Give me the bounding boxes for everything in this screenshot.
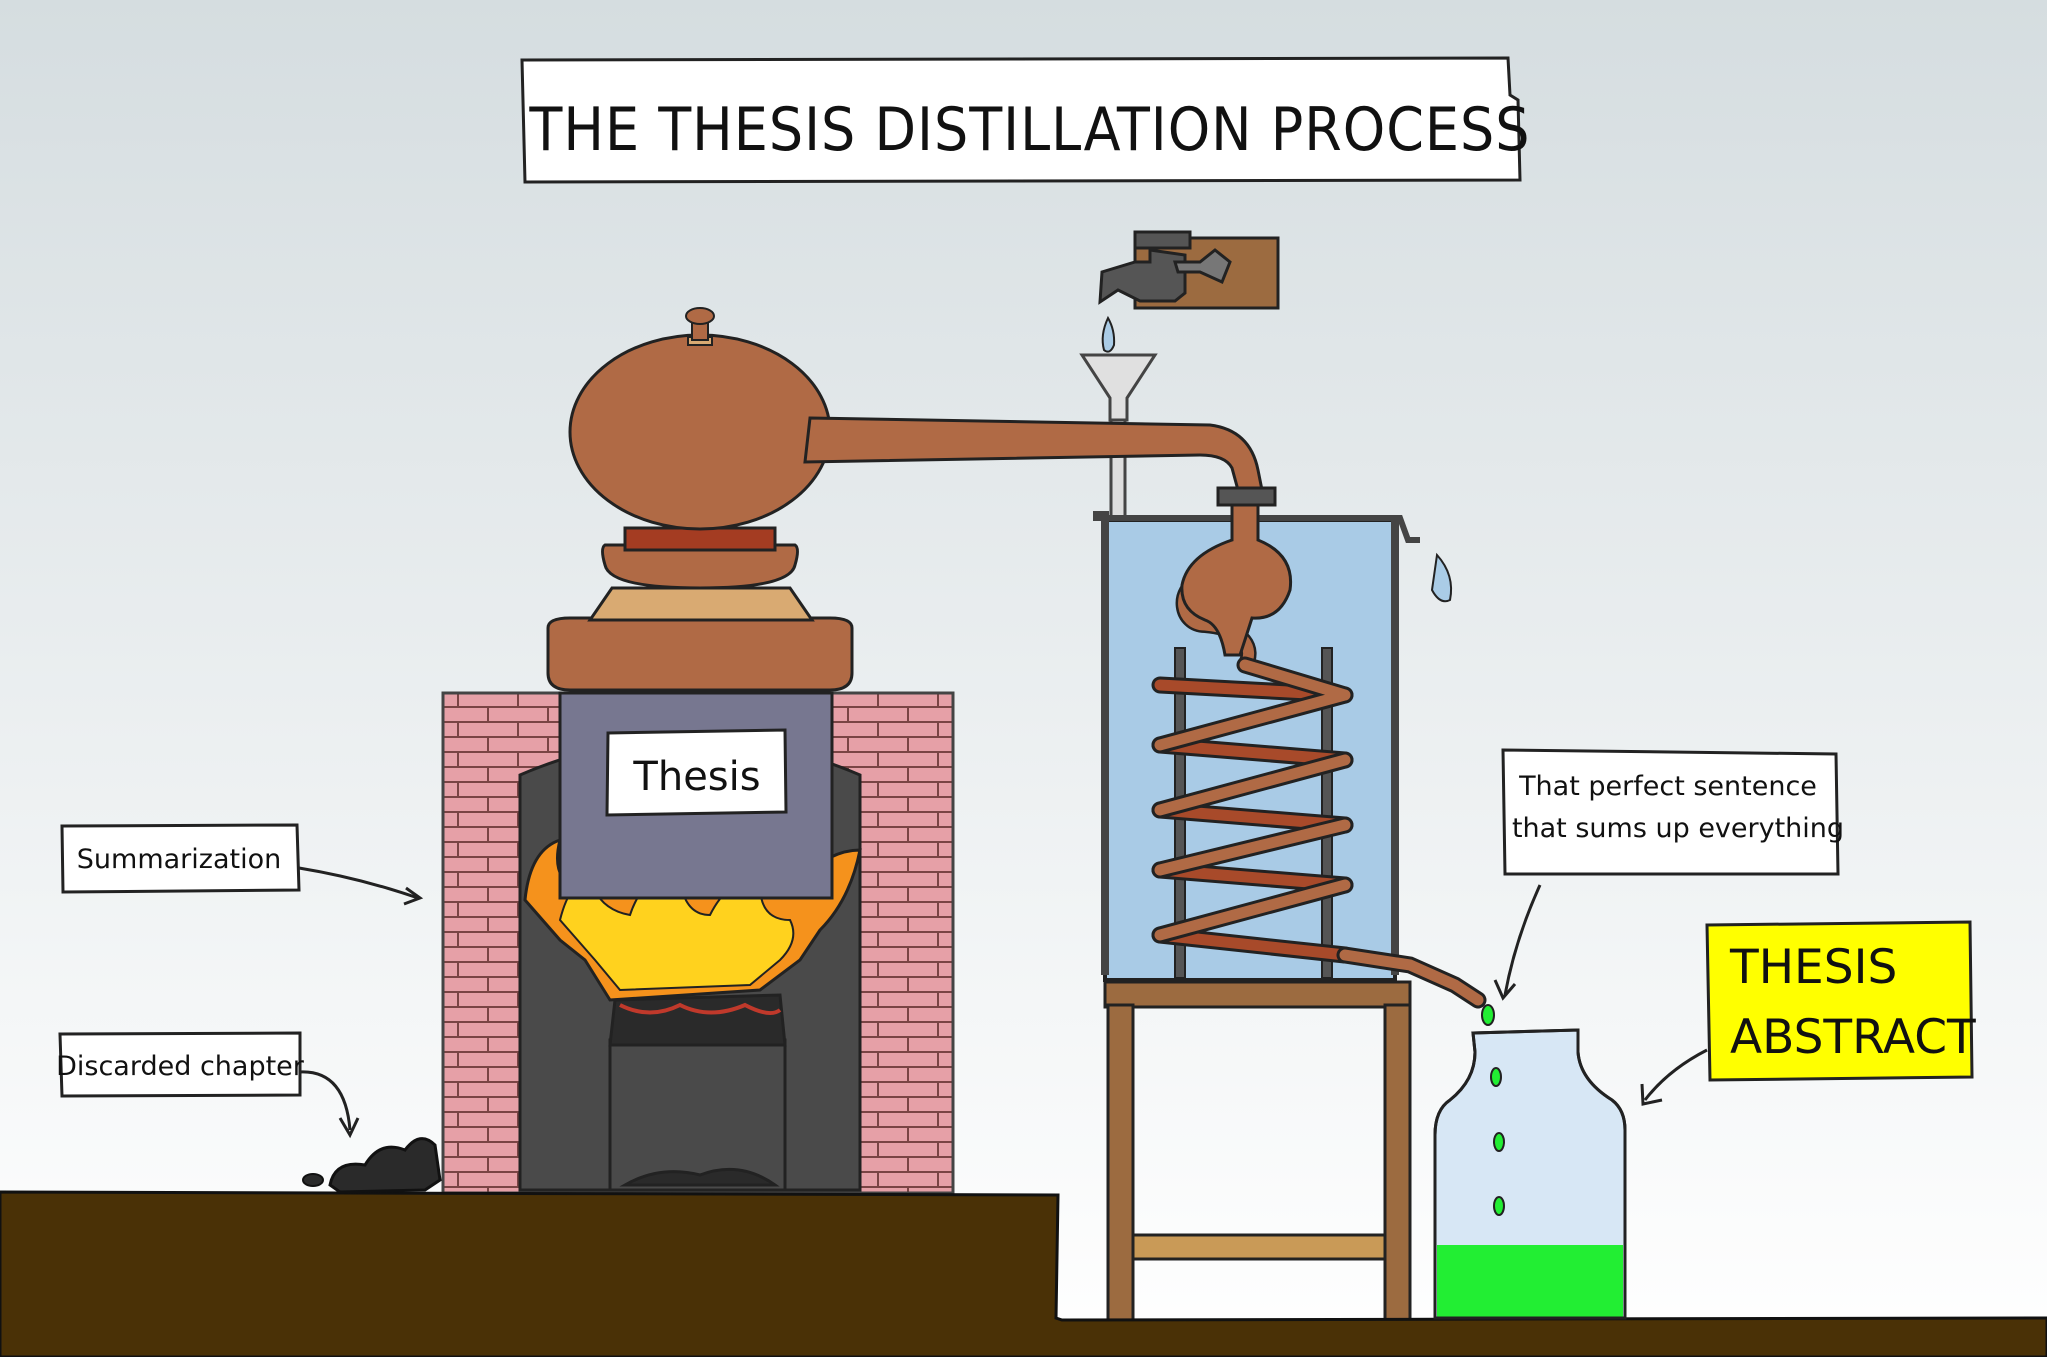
- abstract-bottle: [1433, 1004, 1627, 1320]
- discarded-callout: Discarded chapter: [56, 1031, 360, 1139]
- discarded-chapter-pile: [302, 1137, 442, 1194]
- perfect-sentence-line1: That perfect sentence: [1518, 771, 1817, 802]
- page-title: THE THESIS DISTILLATION PROCESS: [528, 95, 1530, 165]
- wooden-stand: [1103, 980, 1412, 1327]
- summarization-callout: Summarization: [60, 823, 424, 906]
- title-banner: THE THESIS DISTILLATION PROCESS: [520, 56, 1530, 184]
- thesis-label: Thesis: [605, 728, 788, 817]
- thesis-abstract-callout: THESIS ABSTRACT: [1640, 920, 1976, 1106]
- water-tap: [1098, 230, 1280, 353]
- discarded-label: Discarded chapter: [56, 1051, 305, 1082]
- thesis-abstract-line2: ABSTRACT: [1730, 1010, 1976, 1065]
- summarization-label: Summarization: [77, 844, 281, 875]
- perfect-sentence-line2: that sums up everything: [1512, 813, 1844, 844]
- perfect-sentence-callout: That perfect sentence that sums up every…: [1493, 748, 1844, 1001]
- thesis-label-text: Thesis: [632, 754, 760, 800]
- thesis-abstract-line1: THESIS: [1729, 940, 1897, 995]
